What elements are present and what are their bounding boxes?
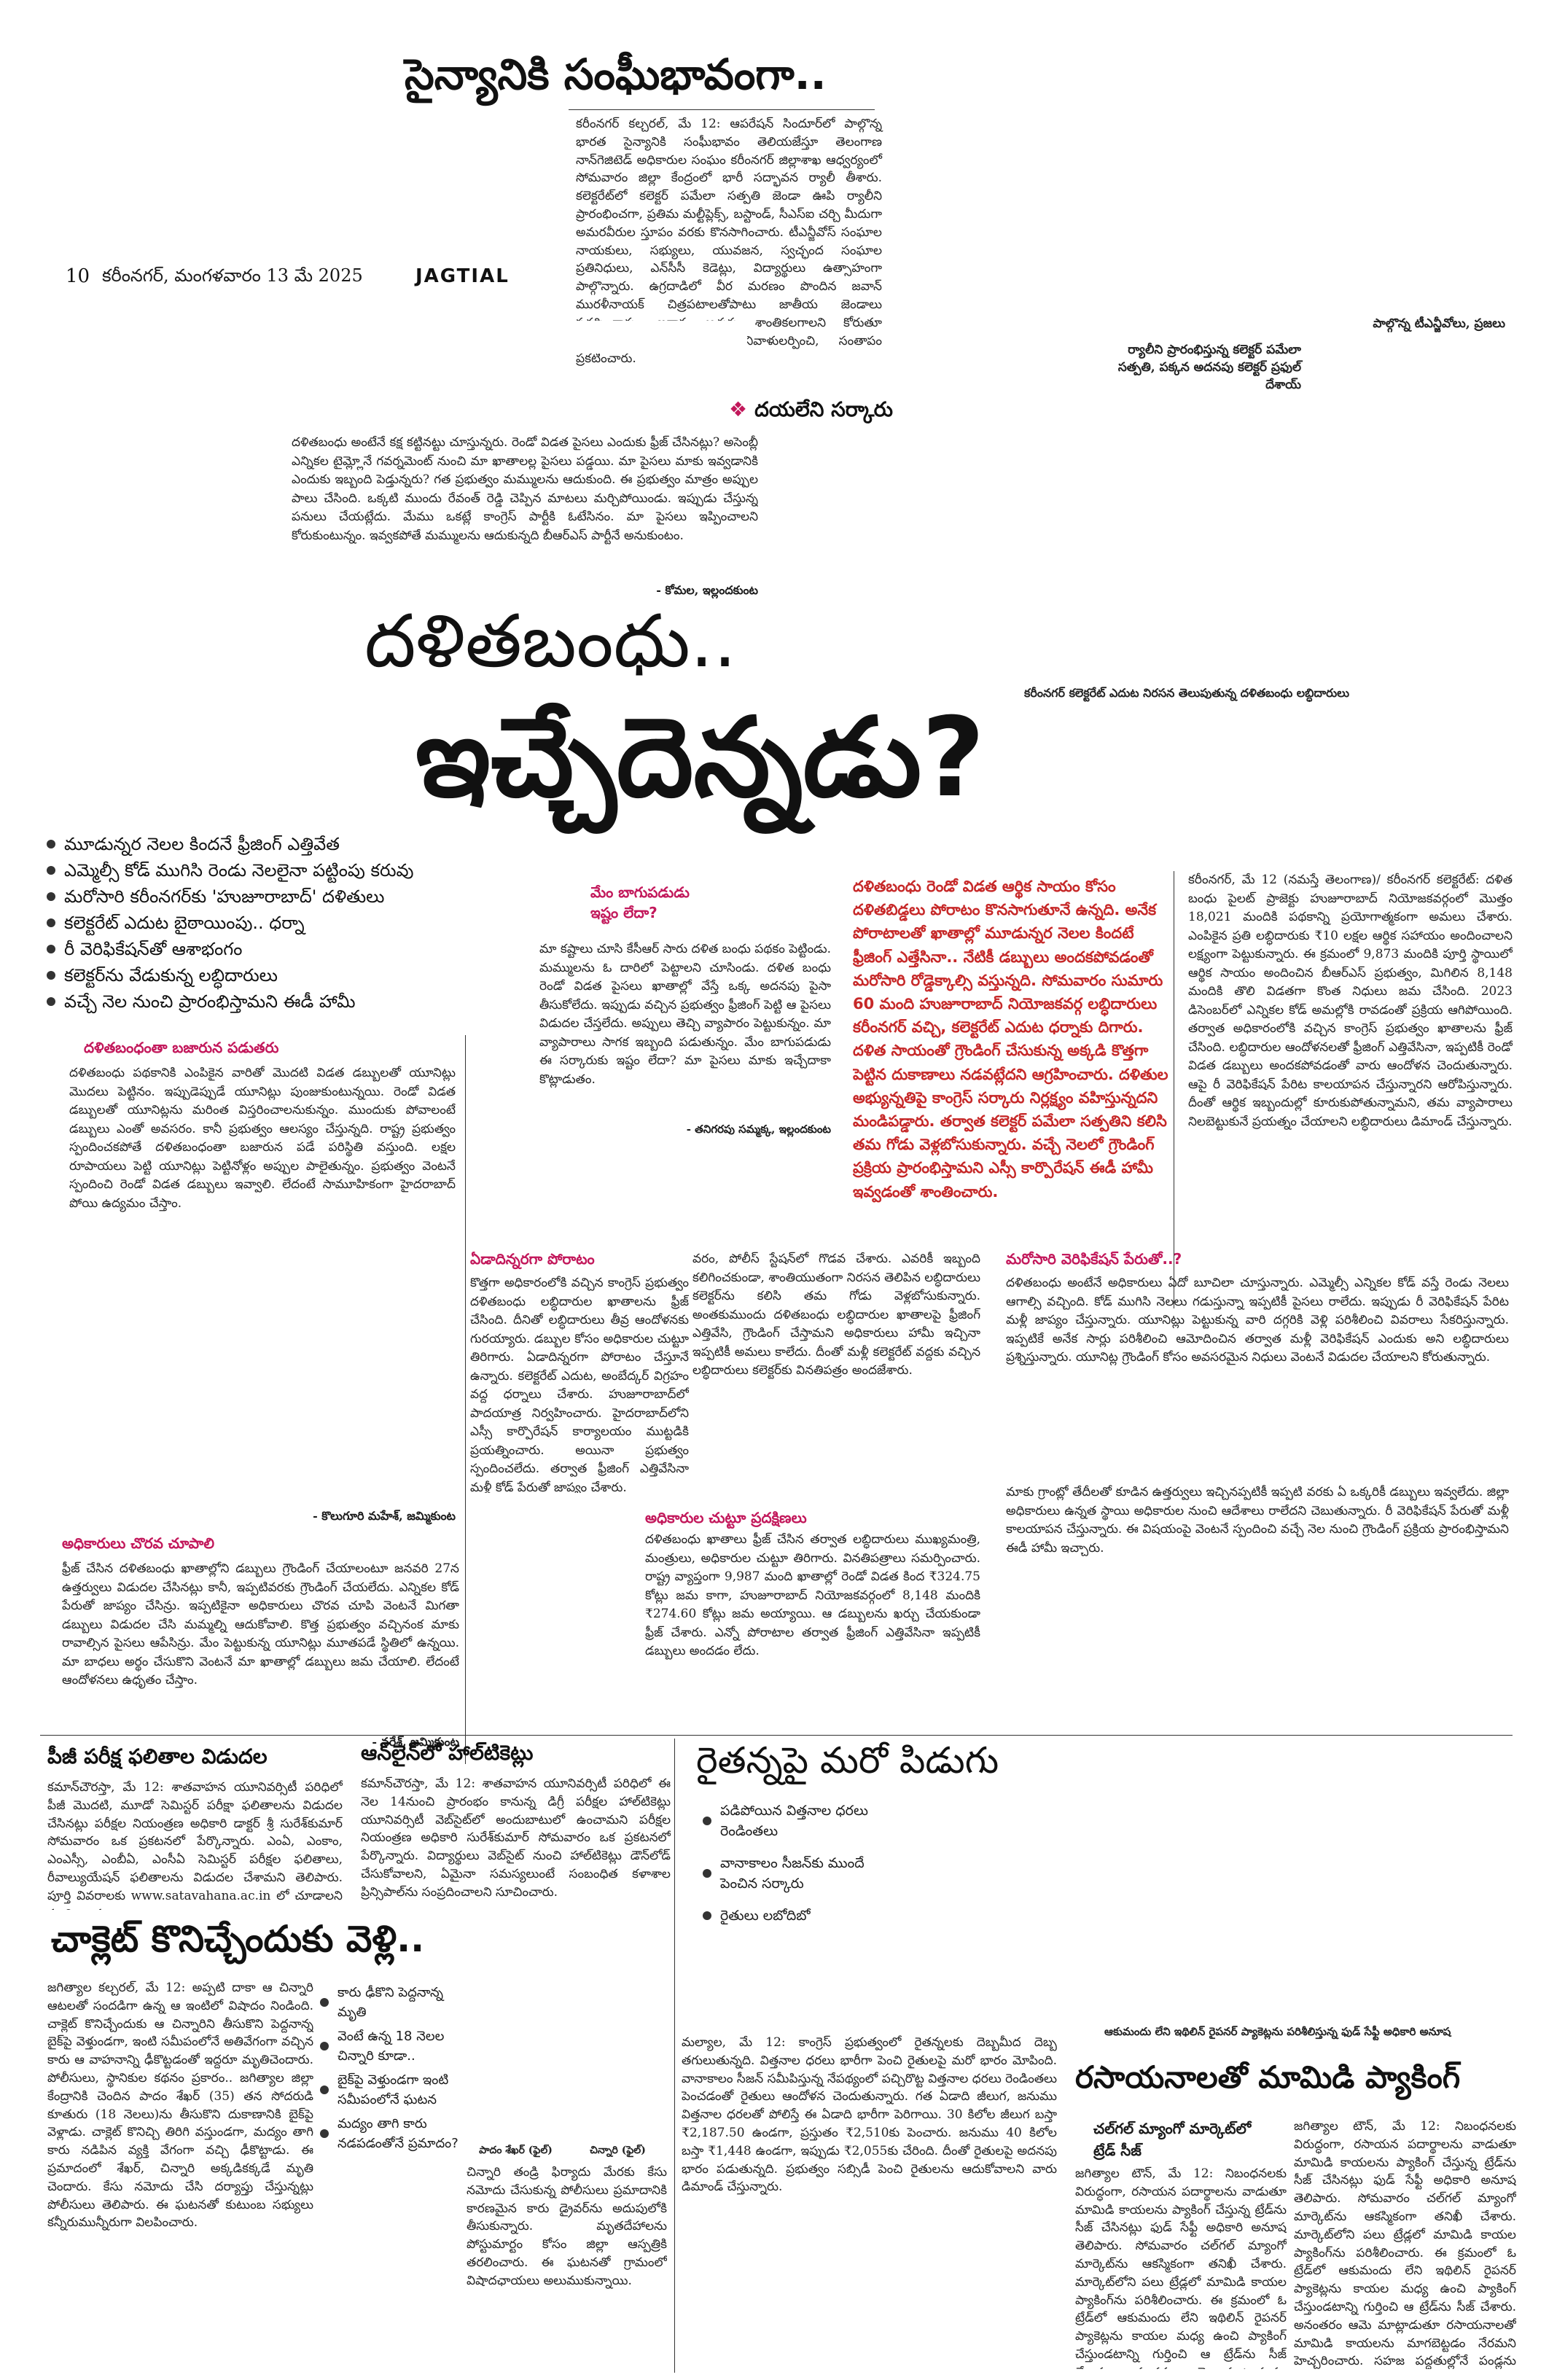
col-c-body-3: మాకు గ్రాంట్లో తేదీలతో కూడిన ఉత్తర్వులు … <box>1006 1485 1509 1556</box>
col-a-subhead-2: అధికారులు చొరవ చూపాలి <box>62 1534 214 1552</box>
main-bullet: కలెక్టర్‌ను వేడుకున్న లబ్ధిదారులు <box>44 962 569 988</box>
chocolate-bullet: కారు ఢీకొని పెద్దనాన్న మృతి <box>317 1983 463 2022</box>
rally-photo-caption: ర్యాలీని ప్రారంభిస్తున్న కలెక్టర్ పమేలా … <box>1117 343 1301 392</box>
main-bullet: కలెక్టరేట్ ఎదుట బైఠాయింపు.. ధర్నా <box>44 910 569 936</box>
diamond-icon: ❖ <box>729 397 748 421</box>
mango-story-headline: రసాయనాలతో మామిడి ప్యాకింగ్ <box>1075 2059 1461 2095</box>
col-a-signature-2: - నరేశ్, జమ్మికుంట <box>372 1735 459 1749</box>
chocolate-story-body: జగిత్యాల కల్చరల్, మే 12: అప్పటి దాకా ఆ చ… <box>47 1981 313 2231</box>
main-bullet: రీ వెరిఫికేషన్‌తో ఆశాభంగం <box>44 936 569 962</box>
chocolate-bullet: మద్యం తాగి కారు నడపడంతోనే ప్రమాదం? <box>317 2114 463 2153</box>
col-a-subhead-1: దళితబంధంతా బజారున పడుతరు <box>84 1039 279 1056</box>
col-a-body-2: ఫ్రీజ్ చేసిన దళితబంధు ఖాతాల్లోని డబ్బులు… <box>62 1561 459 1688</box>
main-headline: ఇచ్చేదెన్నడు? <box>415 695 986 822</box>
main-kicker: దళితబంధు.. <box>364 598 737 684</box>
farmer-bullet: వానాకాలం సీజన్‌కు ముందే పెంచిన సర్కారు <box>700 1853 889 1894</box>
story-solidarity-body: కరీంనగర్ కల్చరల్, మే 12: ఆపరేషన్ సిందూర్… <box>576 117 882 367</box>
main-bullet: వచ్చే నెల నుంచి ప్రారంభిస్తామని ఈడీ హామీ <box>44 988 569 1015</box>
story-solidarity-headline: సైన్యానికి సంఘీభావంగా.. <box>405 50 827 99</box>
farmer-story-body: మల్యాల, మే 12: కాంగ్రెస్ ప్రభుత్వంలో రైత… <box>682 2035 1057 2195</box>
mango-story-subhead: చల్‌గల్ మ్యాంగో మార్కెట్‌లో ట్రేడ్ సీజ్ <box>1093 2120 1252 2159</box>
chocolate-bullets: కారు ఢీకొని పెద్దనాన్న మృతి వెంటే ఉన్న 1… <box>317 1983 463 2153</box>
pg-results-title: పీజీ పరీక్ష ఫలితాల విడుదల <box>47 1744 268 1768</box>
participants-photo-caption: పాల్గొన్న టీఎన్జీవోలు, ప్రజలు <box>1373 316 1505 331</box>
chocolate-story-body-2: చిన్నారి తండ్రి ఫిర్యాదు మేరకు కేసు నమోద… <box>467 2165 667 2288</box>
mango-story-body: జగిత్యాల టౌన్, మే 12: నిబంధనలకు విరుద్ధం… <box>1075 2166 1287 2369</box>
hall-tickets-title: ఆన్‌లైన్‌లో హాల్‌టికెట్లు <box>361 1741 534 1765</box>
main-bullet: మూడున్నర నెలల కిందనే ఫ్రీజింగ్ ఎత్తివేత <box>44 831 569 857</box>
pg-results-body: కమాన్‌చౌరస్తా, మే 12: శాతవాహన యూనివర్సిట… <box>47 1780 343 1910</box>
victim-photo-1-caption: పాదం శేఖర్ (ఫైల్) <box>479 2145 553 2156</box>
chocolate-bullet: బైక్‌పై వెళ్తుండగా ఇంటి సమీపంలోనే ఘటన <box>317 2070 463 2110</box>
col-c-body-2: దళితబంధు ఖాతాలు ఫ్రీజ్ చేసిన తర్వాత లబ్ధ… <box>645 1532 980 1658</box>
chocolate-bullet: వెంటే ఉన్న 18 నెలల చిన్నారి కూడా.. <box>317 2026 463 2066</box>
col-b-subhead: ఏడాదిన్నరగా పోరాటం <box>470 1250 595 1268</box>
main-bullets: మూడున్నర నెలల కిందనే ఫ్రీజింగ్ ఎత్తివేత … <box>44 831 569 1015</box>
side-quote-subhead: మేం బాగుపడుడు ఇష్టం లేదా? <box>590 883 690 921</box>
farmer-story-headline: రైతన్నపై మరో పిడుగు <box>696 1739 999 1782</box>
main-bullet: ఎమ్మెల్సీ కోడ్ ముగిసి రెండు నెలలైనా పట్ట… <box>44 857 569 883</box>
place-date: కరీంనగర్, మంగళవారం 13 మే 2025 <box>102 265 363 286</box>
red-intro-box: దళితబంధు రెండో విడత ఆర్థిక సాయం కోసం దళి… <box>853 878 1168 1201</box>
edition-name: JAGTIAL <box>415 265 510 287</box>
main-story-body: కరీంనగర్, మే 12 (నమస్తే తెలంగాణ)/ కరీంనగ… <box>1188 873 1513 1129</box>
farmer-bullet: పడిపోయిన విత్తనాల ధరలు రెండింతలు <box>700 1800 889 1841</box>
col-a-body-1: దళితబంధు పథకానికి ఎంపికైన వారితో మొదటి వ… <box>69 1066 456 1211</box>
mango-photo-caption: ఆకుమందు లేని ఇథిలిన్ రైపనర్ ప్యాకెట్లను … <box>1104 2025 1451 2038</box>
victim-photo-2 <box>569 1979 667 2121</box>
chocolate-story-headline: చాక్లెట్ కొనిచ్చేందుకు వెళ్లి.. <box>51 1918 425 1960</box>
col-b-body: కొత్తగా అధికారంలోకి వచ్చిన కాంగ్రెస్ ప్ర… <box>470 1276 689 1493</box>
col-c-subhead-2: అధికారుల చుట్టూ ప్రదక్షిణలు <box>645 1509 807 1526</box>
side-quote-body: మా కష్టాలు చూసి కేసీఆర్ సారు దళిత బంధు ప… <box>539 942 831 1087</box>
seed-packets-photo <box>893 1800 1520 2019</box>
boxed-quote-title: ❖దయలేని సర్కారు <box>729 397 893 426</box>
victim-photo-1 <box>467 1979 565 2121</box>
section-divider <box>40 1735 1513 1736</box>
col-c-subhead: మరోసారి వెరిఫికేషన్ పేరుతో..? <box>1006 1250 1182 1268</box>
divider <box>569 109 875 110</box>
hall-tickets-body: కమాన్‌చౌరస్తా, మే 12: శాతవాహన యూనివర్సిట… <box>361 1776 671 1900</box>
rally-photo <box>66 321 747 354</box>
victim-photo-2-caption: చిన్నారి (ఫైల్) <box>590 2145 646 2156</box>
farmer-bullet: రైతులు లబోదిబో <box>700 1905 889 1926</box>
main-photo-caption: కరీంనగర్ కలెక్టరేట్ ఎదుట నిరసన తెలుపుతున… <box>1024 686 1350 700</box>
page-number: 10 <box>66 265 90 287</box>
side-quote-signature: - తనిగరపు సమ్మక్క, ఇల్లందకుంట <box>686 1123 831 1136</box>
farmer-bullets: పడిపోయిన విత్తనాల ధరలు రెండింతలు వానాకాల… <box>700 1800 889 1926</box>
boxed-quote-signature: - కోమల, ఇల్లందకుంట <box>656 583 758 597</box>
col-c-body: దళితబంధు అంటేనే అధికారులు ఏదో బూచిలా చూస… <box>1006 1276 1509 1365</box>
col-b-body-cont: వరం, పోలీస్ స్టేషన్‌లో గొడవ చేశారు. ఎవరి… <box>692 1252 980 1378</box>
column-divider <box>465 1035 466 1764</box>
column-divider <box>674 1739 675 2373</box>
boxed-quote-title-text: దయలేని సర్కారు <box>754 397 893 421</box>
boxed-quote-body: దళితబంధు అంటేనే కక్ష కట్టినట్టు చూస్తున్… <box>292 435 758 543</box>
col-a-signature-1: - కొలుగూరి మహేశ్, జమ్మికుంట <box>313 1509 456 1523</box>
protest-photo <box>1024 707 1505 838</box>
mango-story-body-cont: జగిత్యాల టౌన్, మే 12: నిబంధనలకు విరుద్ధం… <box>1294 2119 1516 2369</box>
main-bullet: మరోసారి కరీంనగర్‌కు 'హుజూరాబాద్' దళితులు <box>44 883 569 910</box>
